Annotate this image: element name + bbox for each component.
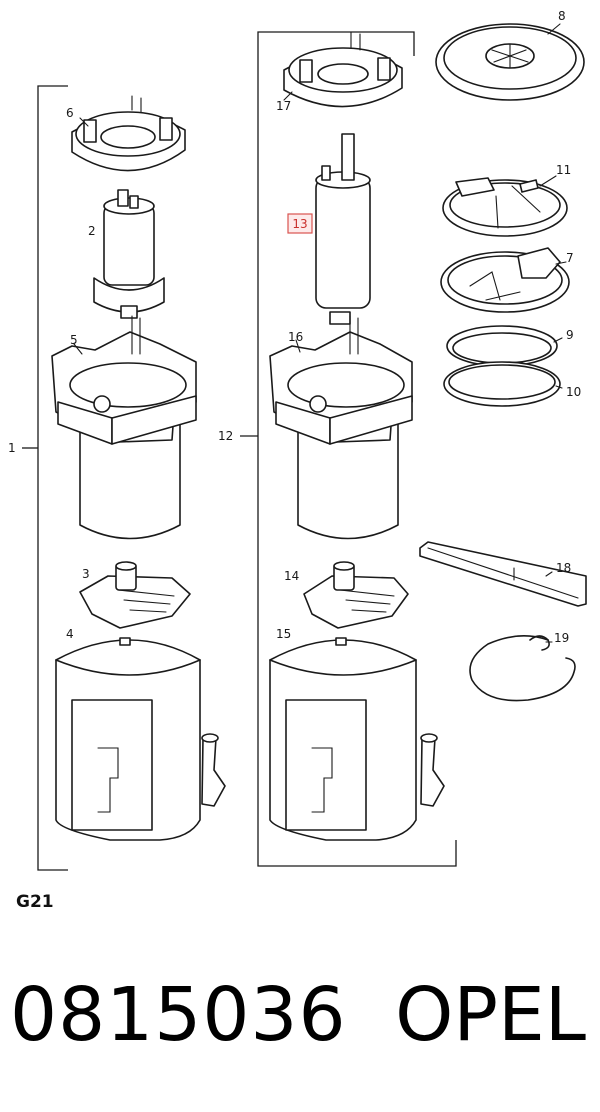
part-10-lock-ring — [443, 361, 561, 407]
callout-19: 19 — [554, 631, 569, 645]
callout-1: 1 — [8, 441, 16, 455]
part-16-pump-housing — [269, 315, 413, 540]
callout-7: 7 — [566, 251, 574, 265]
callout-15: 15 — [276, 627, 291, 641]
part-5-pump-housing — [51, 315, 197, 540]
callout-6: 6 — [66, 106, 74, 120]
callout-9: 9 — [566, 328, 574, 342]
callout-17: 17 — [276, 99, 291, 113]
part-9-seal-ring — [446, 325, 558, 367]
callout-13-text: 13 — [292, 217, 307, 231]
callout-5: 5 — [70, 333, 78, 347]
callout-16: 16 — [288, 330, 303, 344]
leader-lines — [73, 23, 567, 643]
callout-18: 18 — [556, 561, 571, 575]
part-13-fuel-pump — [315, 133, 371, 325]
part-14-filter — [303, 561, 409, 629]
part-2-fuel-pump — [93, 189, 165, 319]
part-18-strip — [419, 541, 587, 607]
callout-4: 4 — [66, 627, 74, 641]
callout-13-highlight: 13 — [287, 213, 313, 234]
callout-11: 11 — [556, 163, 571, 177]
callout-14: 14 — [284, 569, 299, 583]
brand-name: OPEL — [395, 972, 586, 1058]
part-6-retaining-ring — [71, 95, 186, 172]
part-number: 0815036 — [10, 972, 347, 1058]
part-11-flange — [442, 177, 568, 237]
callout-8: 8 — [558, 9, 566, 23]
callout-3: 3 — [82, 567, 90, 581]
part-19-clip — [469, 635, 576, 702]
section-code: G21 — [16, 892, 54, 912]
part-15-reservoir — [269, 637, 445, 841]
bracket-assembly-12 — [240, 31, 457, 867]
part-3-filter — [79, 561, 191, 629]
part-7-flange — [440, 247, 570, 313]
callout-12: 12 — [218, 429, 233, 443]
part-4-reservoir — [55, 637, 226, 841]
callout-2: 2 — [88, 224, 96, 238]
bracket-assembly-1 — [22, 85, 68, 871]
callout-labels: 1 2 3 4 5 6 7 8 9 10 11 12 14 15 16 17 1… — [8, 9, 581, 645]
callout-10: 10 — [566, 385, 581, 399]
part-17-retaining-ring — [283, 31, 403, 108]
part-8-cover — [435, 23, 585, 101]
